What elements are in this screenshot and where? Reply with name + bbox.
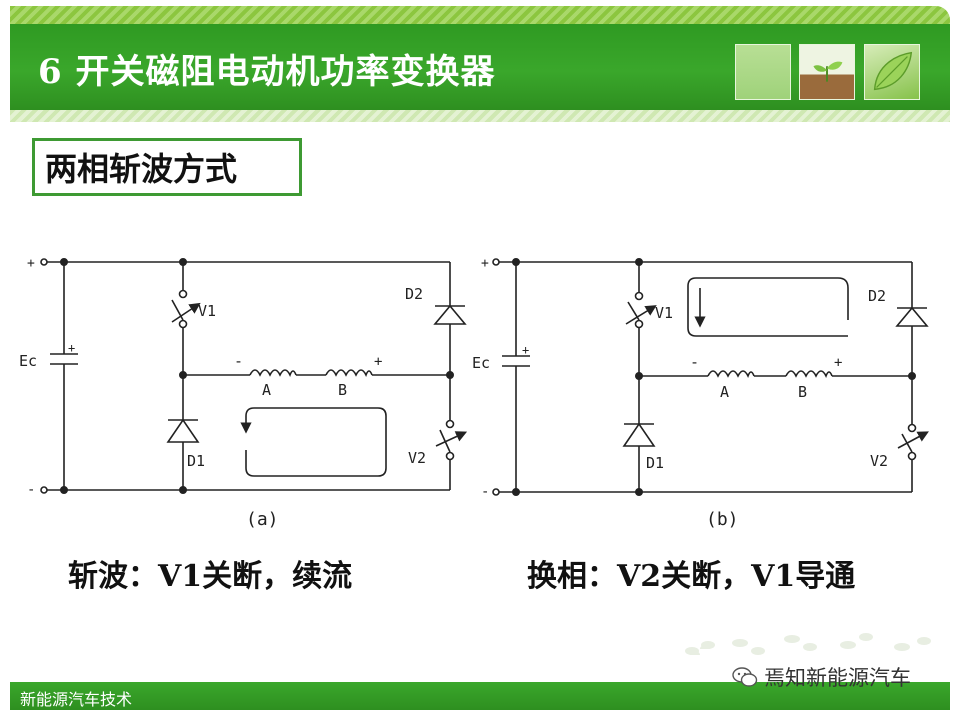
- caption-chopping: 斩波：V1关断，续流: [68, 559, 353, 594]
- circuit-a-diode-d2: [433, 304, 467, 325]
- footer-bar: [10, 682, 950, 710]
- leaf-thumbnail: [864, 44, 920, 100]
- circuit-b-wires: [496, 261, 913, 493]
- circuit-a-v2-label: V2: [408, 449, 426, 467]
- circuit-a-diode-d1: [166, 418, 200, 443]
- sprout-icon: [813, 61, 843, 82]
- header-sub-stripe: [10, 110, 950, 122]
- header-thumbnail-plain: [735, 44, 791, 100]
- circuit-a-phase-b: B: [338, 381, 347, 399]
- circuit-b-phase-a: A: [720, 383, 729, 401]
- circuit-a-current-loop: [240, 407, 387, 477]
- circuit-b-nodes: [511, 257, 916, 496]
- circuit-b-phase-b: B: [798, 383, 807, 401]
- header-bar: [10, 24, 950, 110]
- watermark: 焉知新能源汽车: [732, 662, 911, 692]
- circuit-b-coil-plus: +: [834, 355, 842, 371]
- circuit-a-plus-label: +: [27, 256, 35, 271]
- circuit-a-wires: [44, 261, 451, 491]
- circuit-b-d2-label: D2: [868, 287, 886, 305]
- circuit-b-coil-minus: -: [690, 353, 699, 371]
- page-title: 6 开关磁阻电动机功率变换器: [38, 52, 496, 92]
- circuit-b-d1-label: D1: [646, 454, 664, 472]
- sprout-thumbnail: [799, 44, 855, 100]
- subtitle-box: 两相斩波方式: [32, 138, 302, 196]
- circuit-b-v2-label: V2: [870, 452, 888, 470]
- circuit-a-d1-label: D1: [187, 452, 205, 470]
- circuit-a-coil-a: [249, 369, 297, 377]
- circuit-a-coil-b: [325, 369, 373, 377]
- circuit-diagram: + - Ec + V1 V2 D1 D2 - + A B (a): [19, 256, 929, 530]
- circuit-a-switch-v1: [171, 289, 201, 329]
- circuit-a-minus-label: -: [27, 482, 35, 498]
- leaf-icon: [873, 51, 913, 91]
- circuit-b-diode-d1: [622, 422, 656, 447]
- circuit-a-cap-plus: +: [68, 341, 75, 355]
- circuit-a-v1-label: V1: [198, 302, 216, 320]
- circuit-a-coil-plus: +: [374, 354, 382, 370]
- circuit-b-cap-plus: +: [522, 343, 529, 357]
- circuit-b-source-label: Ec: [472, 354, 490, 372]
- watermark-text: 焉知新能源汽车: [764, 666, 911, 690]
- caption-commutation: 换相：V2关断，V1导通: [527, 559, 856, 594]
- circuit-a-terminal-plus: [40, 258, 48, 266]
- wechat-icon: [732, 667, 758, 687]
- circuit-b-switch-v1: [625, 291, 657, 329]
- circuit-a-phase-a: A: [262, 381, 271, 399]
- circuit-a-nodes: [59, 257, 454, 494]
- circuit-b-current-loop: [687, 277, 849, 337]
- circuit-a: [40, 257, 468, 494]
- circuit-b-minus-label: -: [481, 484, 489, 500]
- circuit-b-coil-b: [785, 370, 833, 378]
- circuit-a-coil-minus: -: [234, 352, 243, 370]
- circuit-a-label: (a): [246, 509, 279, 530]
- circuit-b-terminal-minus: [492, 488, 500, 496]
- circuit-b-v1-label: V1: [655, 304, 673, 322]
- circuit-a-d2-label: D2: [405, 285, 423, 303]
- circuit-b-terminal-plus: [492, 258, 500, 266]
- circuit-b-switch-v2: [897, 423, 929, 461]
- circuit-b-coil-a: [707, 370, 755, 378]
- circuit-a-switch-v2: [435, 419, 468, 461]
- footer-text: 新能源汽车技术: [20, 690, 133, 709]
- circuit-b-diode-d2: [895, 306, 929, 327]
- leaf-decoration-icon: [685, 633, 931, 683]
- circuit-a-source-label: Ec: [19, 352, 37, 370]
- circuit-b-label: (b): [706, 509, 739, 530]
- circuit-b-plus-label: +: [481, 256, 489, 271]
- circuit-b: [492, 257, 929, 496]
- circuit-a-terminal-minus: [40, 486, 48, 494]
- header-stripe: [10, 6, 950, 24]
